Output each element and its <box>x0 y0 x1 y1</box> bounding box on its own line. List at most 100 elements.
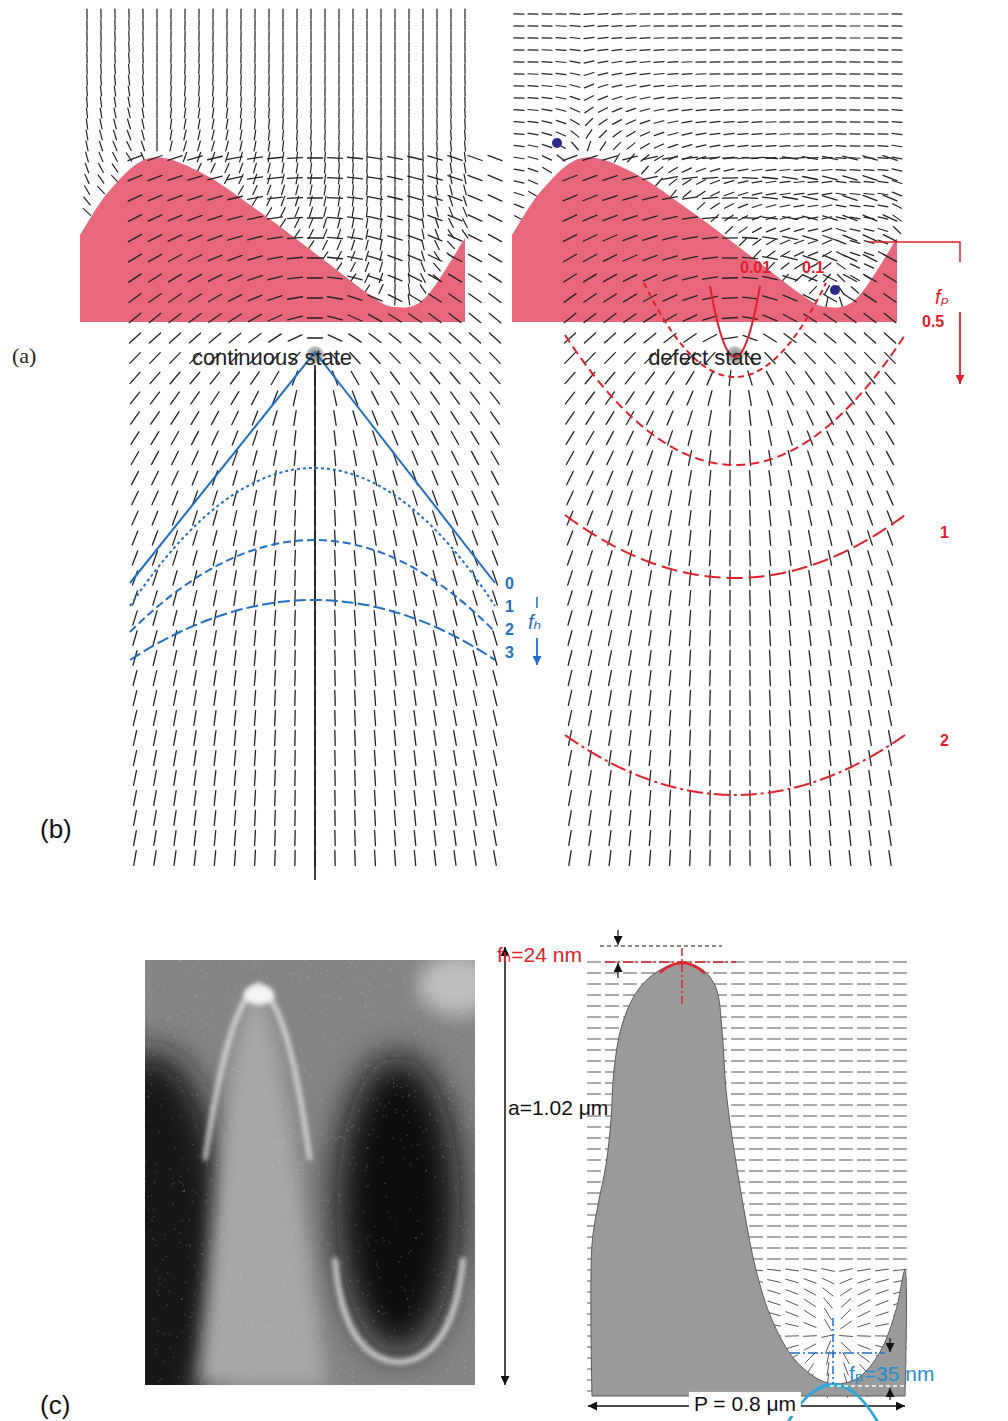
director-dash <box>232 411 239 424</box>
director-dash <box>172 471 178 485</box>
director-dash <box>268 157 283 158</box>
director-dash <box>808 85 818 86</box>
director-dash <box>629 751 631 766</box>
director-dash <box>254 141 256 151</box>
director-dash <box>454 751 456 766</box>
director-dash <box>640 85 650 87</box>
director-dash <box>394 86 395 96</box>
director-dash <box>151 451 158 464</box>
director-dash <box>436 9 437 19</box>
director-dash <box>368 314 381 321</box>
director-dash <box>380 9 381 19</box>
director-dash <box>366 9 367 19</box>
director-dash <box>683 157 698 159</box>
director-dash <box>724 192 733 196</box>
director-dash <box>822 169 832 171</box>
director-dash <box>338 86 339 96</box>
director-dash <box>568 691 571 706</box>
director-dash <box>850 133 860 135</box>
director-dash <box>892 73 902 75</box>
director-dash <box>198 53 200 63</box>
director-dash <box>128 234 141 241</box>
director-dash <box>432 451 438 465</box>
director-dash <box>128 20 130 30</box>
director-dash <box>296 141 297 151</box>
director-dash <box>294 751 296 766</box>
director-dash <box>612 85 622 87</box>
director-dash <box>354 751 356 766</box>
director-dash <box>282 42 283 52</box>
director-dash <box>696 121 706 122</box>
director-dash <box>380 108 381 118</box>
director-dash <box>324 31 325 41</box>
director-dash <box>113 130 116 140</box>
director-dash <box>604 314 616 323</box>
director-dash <box>184 97 185 107</box>
director-dash <box>614 154 619 162</box>
director-dash <box>226 31 227 41</box>
director-dash <box>310 130 312 140</box>
director-dash <box>184 31 186 41</box>
director-dash <box>542 49 552 51</box>
director-dash <box>310 97 312 107</box>
director-dash <box>606 431 613 444</box>
director-dash <box>394 174 395 184</box>
director-dash <box>232 431 238 445</box>
director-dash <box>598 37 608 38</box>
director-dash <box>394 141 395 151</box>
director-dash <box>669 831 670 846</box>
director-dash <box>608 611 611 626</box>
director-dash <box>234 811 235 826</box>
director-dash <box>212 9 213 19</box>
director-dash <box>142 64 144 74</box>
director-dash <box>410 372 419 384</box>
director-dash <box>134 831 137 846</box>
director-dash <box>711 203 719 209</box>
director-dash <box>100 31 102 41</box>
director-dash <box>822 97 832 98</box>
director-dash <box>282 119 284 129</box>
director-dash <box>472 491 478 505</box>
director-dash <box>212 451 218 465</box>
director-dash <box>374 611 376 626</box>
director-dash <box>274 551 275 566</box>
director-dash <box>627 431 634 445</box>
director-dash <box>794 37 804 38</box>
director-dash <box>310 9 311 19</box>
director-dash <box>128 31 130 41</box>
director-dash <box>565 353 576 364</box>
director-dash <box>86 108 87 118</box>
director-dash <box>168 156 182 161</box>
director-dash <box>294 731 296 746</box>
director-dash <box>394 75 395 85</box>
director-dash <box>234 851 235 866</box>
director-dash <box>129 333 140 343</box>
director-dash <box>328 335 342 341</box>
director-dash <box>210 372 219 384</box>
director-dash <box>668 49 678 51</box>
director-dash <box>808 133 818 135</box>
director-dash <box>623 216 637 221</box>
director-dash <box>436 20 437 30</box>
director-dash <box>374 751 375 766</box>
director-dash <box>208 196 222 200</box>
director-dash <box>411 392 419 405</box>
director-dash <box>213 511 217 525</box>
director-dash <box>408 31 409 41</box>
director-dash <box>282 174 284 184</box>
director-dash <box>192 471 198 485</box>
director-dash <box>468 195 482 201</box>
director-dash <box>450 174 452 184</box>
director-dash <box>794 145 804 147</box>
director-dash <box>254 511 257 526</box>
director-dash <box>666 372 675 384</box>
director-dash <box>338 130 340 140</box>
director-dash <box>822 13 832 14</box>
director-dash <box>668 73 678 75</box>
director-dash <box>696 61 706 63</box>
director-dash <box>366 42 367 52</box>
director-dash <box>282 20 283 30</box>
director-dash <box>422 196 424 206</box>
director-dash <box>288 217 303 218</box>
director-dash <box>170 20 171 30</box>
